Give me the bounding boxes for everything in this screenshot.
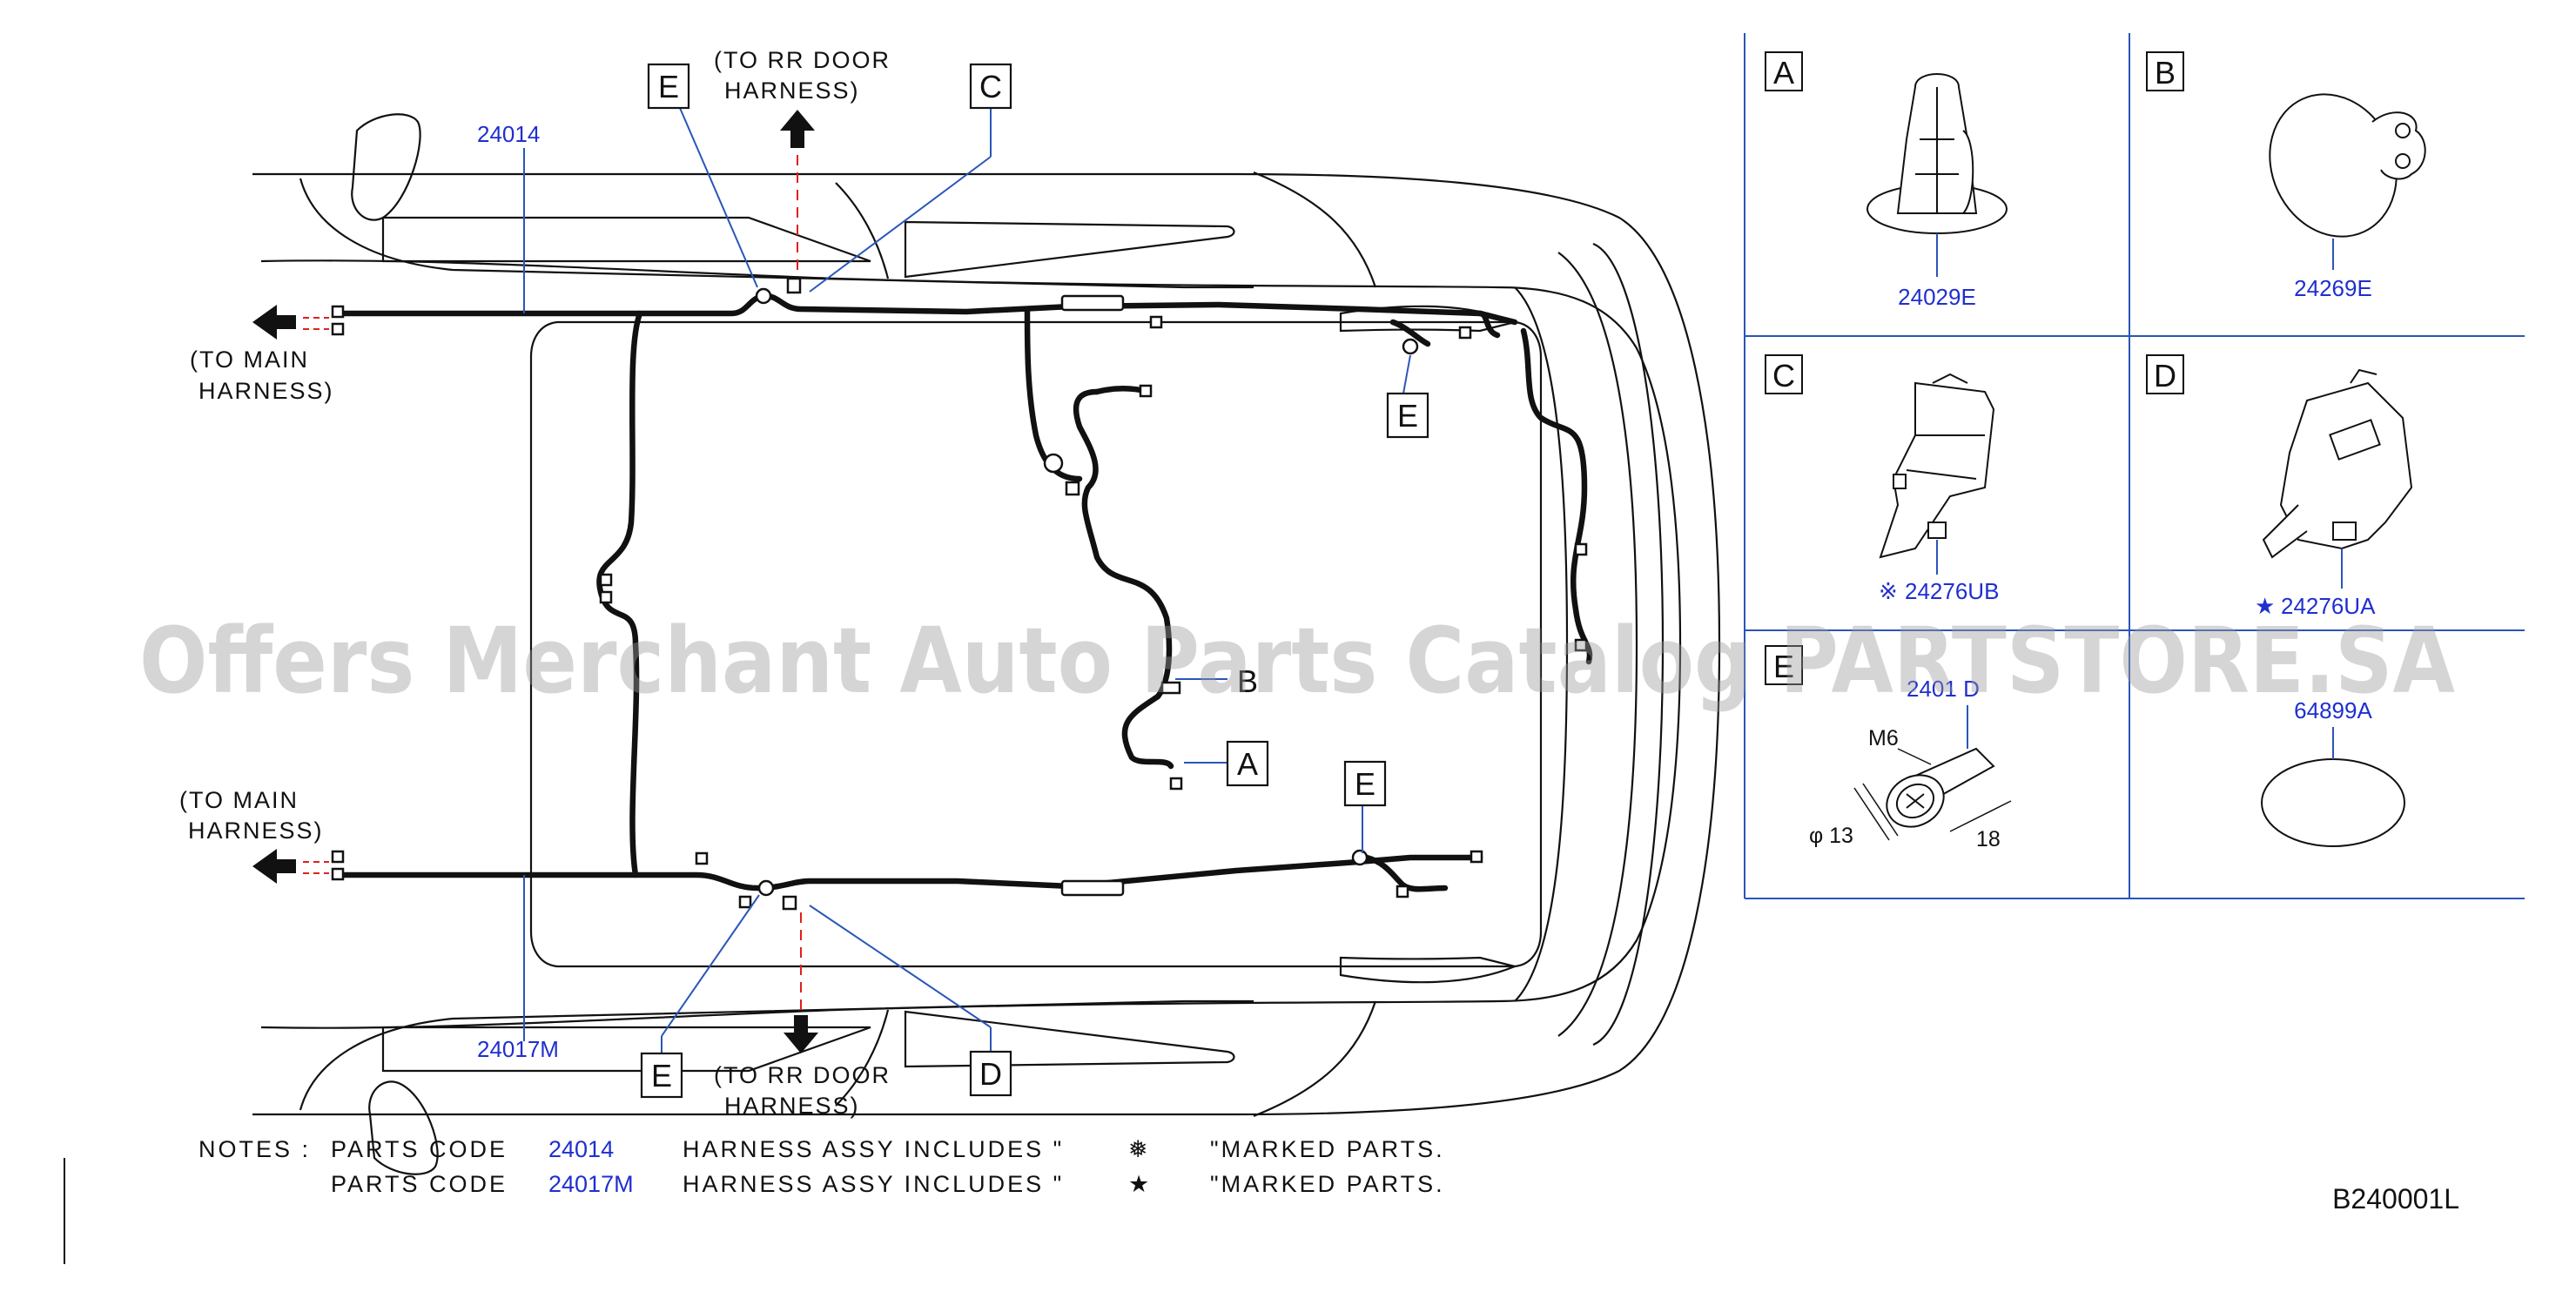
cell-b-code: 24269E <box>2294 275 2372 301</box>
cell-a-code: 24029E <box>1898 284 1976 310</box>
bracket-d-icon <box>2262 368 2413 559</box>
notes-line1-text: HARNESS ASSY INCLUDES " <box>683 1136 1064 1162</box>
cell-d-mark: ★ <box>2255 593 2275 619</box>
cell-e-code: 2401 D <box>1907 676 1980 702</box>
cell-letter-boxes <box>1765 51 2184 685</box>
part-number-24014: 24014 <box>477 121 540 147</box>
notes-line2-label: PARTS CODE <box>331 1171 508 1197</box>
notes-line2-suffix: "MARKED PARTS. <box>1210 1171 1445 1197</box>
reference-code: B240001L <box>2332 1183 2459 1215</box>
leader-lines <box>523 107 1411 1053</box>
arrow-left-bottom-icon <box>252 849 296 884</box>
part-number-24017m: 24017M <box>477 1036 559 1062</box>
notes-prefix: NOTES : <box>198 1136 311 1162</box>
parts-table <box>1744 33 2525 899</box>
bolt-diameter-label: φ 13 <box>1809 824 1853 848</box>
cell-b-letter: B <box>2155 55 2176 91</box>
to-rr-door-bottom-line2: HARNESS) <box>724 1093 860 1119</box>
door-clips <box>782 277 1181 911</box>
notes-line2-mark: ★ <box>1128 1171 1152 1197</box>
cell-c-mark: ※ <box>1879 578 1898 604</box>
notes-line2-text: HARNESS ASSY INCLUDES " <box>683 1171 1064 1197</box>
to-main-top-line2: HARNESS) <box>198 378 334 404</box>
clip-a-icon <box>1866 73 2008 234</box>
to-main-arrows <box>252 305 329 884</box>
marker-e-bottom: E <box>651 1058 672 1093</box>
notes-line2-code: 24017M <box>548 1171 634 1197</box>
marker-d-bottom: D <box>979 1056 1002 1092</box>
to-rr-door-bottom-line1: (TO RR DOOR <box>714 1062 891 1088</box>
notes-line1-label: PARTS CODE <box>331 1136 508 1162</box>
marker-c-top: C <box>979 69 1002 104</box>
marker-b: B <box>1237 663 1258 699</box>
harness-tubes <box>1060 294 1125 897</box>
cell-d-code: 24276UA <box>2281 593 2376 619</box>
harness-wires <box>336 293 1593 892</box>
to-main-bottom-line1: (TO MAIN <box>179 787 299 813</box>
to-rr-door-arrows <box>780 110 818 1053</box>
cell-c-letter: C <box>1772 358 1795 394</box>
bolt-size-label: M6 <box>1868 726 1899 750</box>
cell-f-code: 64899A <box>2294 697 2372 723</box>
marker-e-lower-right: E <box>1355 766 1375 802</box>
bolt-length-label: 18 <box>1976 827 2001 851</box>
bolt-e-icon <box>1886 747 1995 828</box>
plug-icon <box>2261 758 2405 847</box>
marker-e-top: E <box>658 69 679 104</box>
cell-d-letter: D <box>2154 358 2176 394</box>
to-rr-door-top-line1: (TO RR DOOR <box>714 47 891 73</box>
bracket-c-icon <box>1879 373 1995 559</box>
marker-a: A <box>1237 746 1258 782</box>
notes-line1-suffix: "MARKED PARTS. <box>1210 1136 1445 1162</box>
to-main-top-line1: (TO MAIN <box>190 347 309 373</box>
arrow-up-icon <box>780 110 815 148</box>
arrow-left-top-icon <box>252 305 296 340</box>
arrow-down-icon <box>784 1015 818 1053</box>
cell-a-letter: A <box>1773 55 1794 91</box>
grommet-b-icon <box>2269 93 2426 238</box>
cell-c-code: 24276UB <box>1905 578 1999 604</box>
notes-line1-mark: ❅ <box>1128 1136 1151 1162</box>
to-rr-door-top-line2: HARNESS) <box>724 77 860 104</box>
marker-boxes <box>640 63 1429 1099</box>
clip-circles <box>755 287 1419 897</box>
car-outline <box>252 113 1721 1175</box>
cell-e-letter: E <box>1773 649 1794 684</box>
notes-line1-code: 24014 <box>548 1136 614 1162</box>
marker-e-right: E <box>1397 398 1418 434</box>
watermark-text: Offers Merchant Auto Parts Catalog PARTS… <box>139 608 2455 714</box>
harness-connectors <box>331 305 1588 909</box>
to-main-bottom-line2: HARNESS) <box>188 818 324 844</box>
